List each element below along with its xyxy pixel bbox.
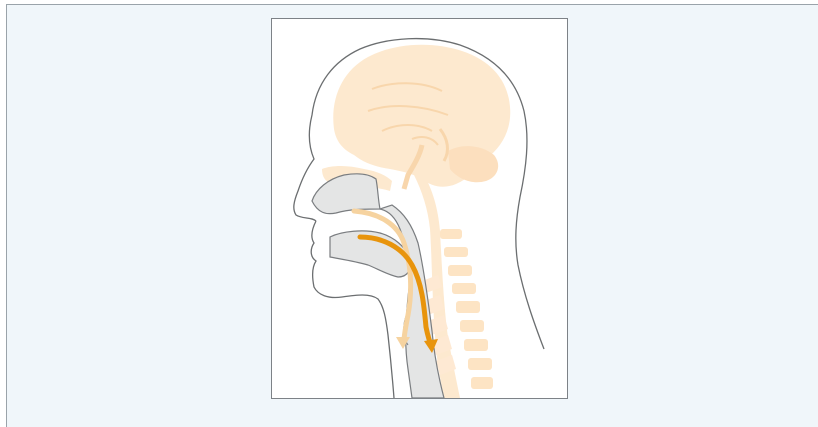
nasal-cavity bbox=[312, 174, 380, 214]
brain-silhouette bbox=[333, 45, 510, 189]
figure-frame bbox=[271, 18, 568, 399]
content-panel bbox=[6, 4, 818, 427]
anatomy-diagram bbox=[272, 19, 567, 398]
